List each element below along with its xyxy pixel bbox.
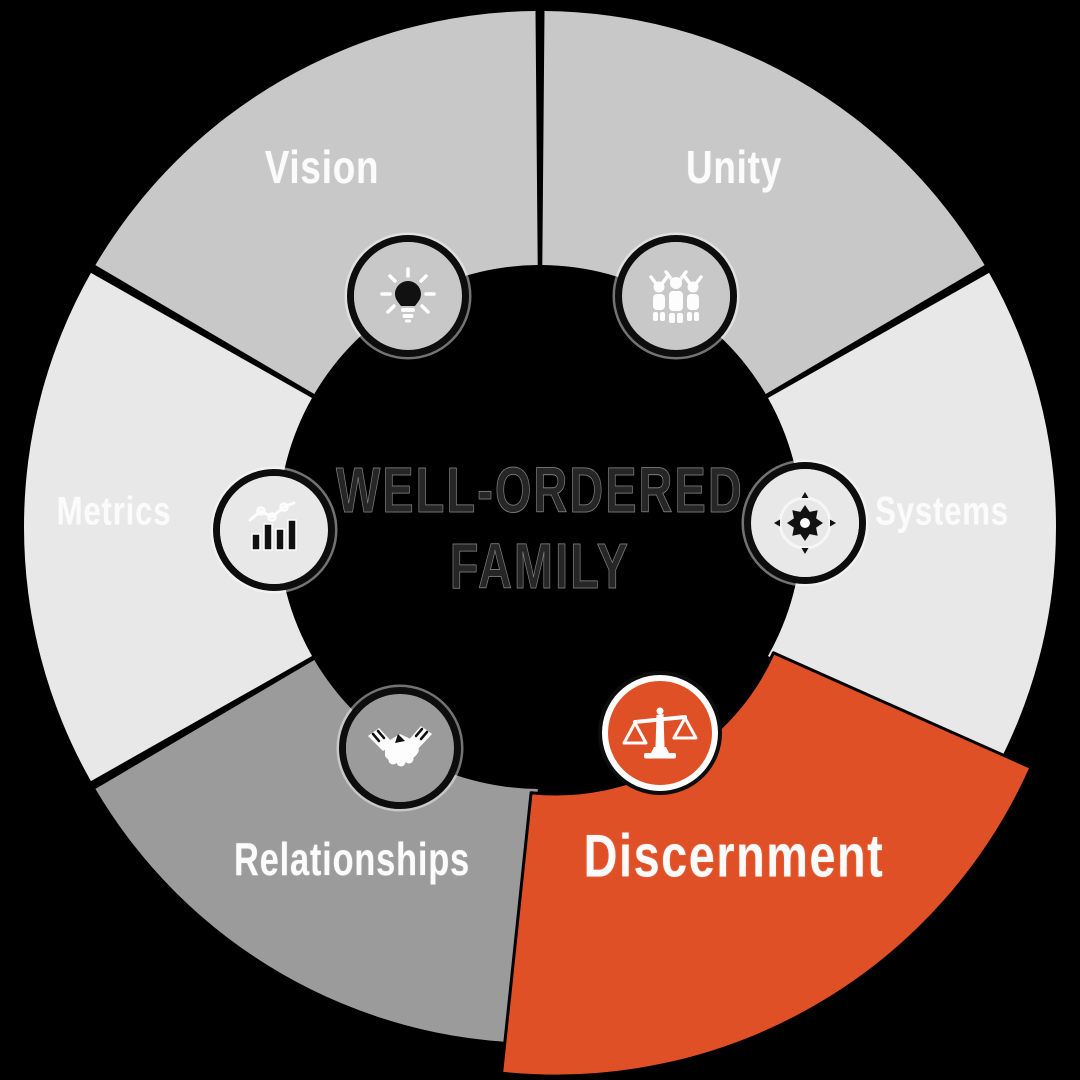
bar-chart-icon (210, 466, 338, 594)
segment-vision (95, 11, 538, 394)
lightbulb-icon (344, 232, 472, 360)
segment-unity (542, 11, 985, 394)
unity-label: Unity (686, 141, 782, 193)
center-title-line1: WELL-ORDERED (336, 454, 744, 527)
gear-icon (741, 459, 869, 587)
systems-label: Systems (875, 489, 1009, 534)
discernment-label: Discernment (583, 822, 885, 890)
segment-systems (768, 272, 1057, 782)
vision-label: Vision (264, 141, 380, 193)
metrics-label: Metrics (56, 489, 172, 534)
scales-icon (598, 671, 722, 795)
center-title-line2: FAMILY (449, 530, 631, 603)
team-icon (612, 232, 740, 360)
handshake-icon (336, 684, 464, 812)
relationships-label: Relationships (234, 833, 470, 885)
segment-relationships (95, 660, 538, 1043)
segment-metrics (23, 272, 312, 782)
